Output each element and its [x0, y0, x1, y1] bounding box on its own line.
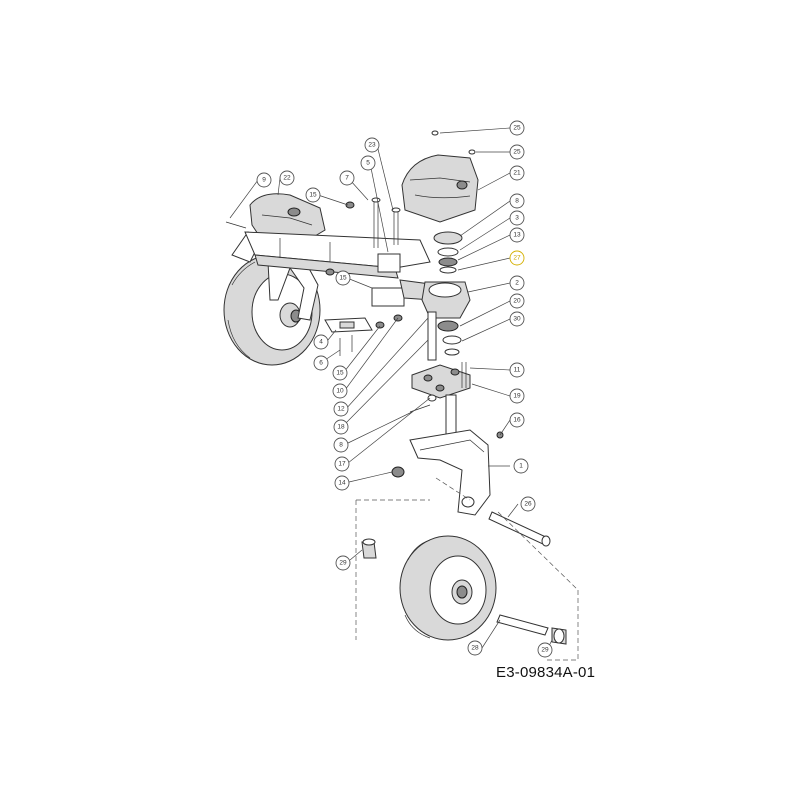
svg-text:20: 20 — [513, 298, 521, 305]
callout-c20: 5 — [360, 155, 376, 171]
svg-text:29: 29 — [339, 560, 347, 567]
svg-text:21: 21 — [513, 170, 521, 177]
front-axle — [488, 511, 551, 547]
svg-text:25: 25 — [513, 125, 521, 132]
callout-c28: 18 — [333, 419, 349, 435]
svg-text:16: 16 — [513, 417, 521, 424]
svg-text:6: 6 — [319, 360, 323, 367]
callout-c2: 25 — [509, 144, 525, 160]
alignment-lines — [355, 477, 579, 661]
svg-text:9: 9 — [262, 177, 266, 184]
svg-text:17: 17 — [338, 461, 346, 468]
svg-text:8: 8 — [515, 198, 519, 205]
front-caster-fork — [391, 429, 504, 516]
callout-c32: 29 — [335, 555, 351, 571]
svg-text:10: 10 — [336, 388, 344, 395]
svg-text:5: 5 — [366, 160, 370, 167]
callout-c24: 6 — [313, 355, 329, 371]
callout-c5: 3 — [509, 210, 525, 226]
callout-c10: 30 — [509, 311, 525, 327]
svg-text:3: 3 — [515, 215, 519, 222]
callout-c1: 25 — [509, 120, 525, 136]
svg-text:7: 7 — [345, 175, 349, 182]
svg-text:15: 15 — [339, 275, 347, 282]
svg-text:8: 8 — [339, 442, 343, 449]
callout-c14: 1 — [513, 458, 529, 474]
mounting-plate — [411, 362, 471, 399]
callout-c33: 28 — [467, 640, 483, 656]
front-wheel — [399, 535, 497, 641]
svg-text:2: 2 — [515, 280, 519, 287]
svg-text:25: 25 — [513, 149, 521, 156]
callout-c15: 26 — [520, 496, 536, 512]
vertical-bolts — [225, 197, 403, 356]
svg-text:19: 19 — [513, 393, 521, 400]
svg-text:14: 14 — [338, 480, 346, 487]
callout-c29: 8 — [333, 437, 349, 453]
wheel-bushings — [361, 538, 567, 645]
drawing-code: E3-09834A-01 — [496, 664, 596, 681]
callout-c19: 7 — [339, 170, 355, 186]
callout-c25: 15 — [332, 365, 348, 381]
callout-bubbles: 25 25 21 8 3 13 27 2 20 30 11 19 16 1 26… — [256, 120, 553, 658]
left-bracket-plate — [324, 317, 373, 333]
top-cover — [401, 130, 479, 223]
callout-c22: 15 — [335, 270, 351, 286]
callout-c34: 29 — [537, 642, 553, 658]
callout-c27: 12 — [333, 401, 349, 417]
callout-c18: 15 — [305, 187, 321, 203]
callout-c9: 20 — [509, 293, 525, 309]
svg-text:4: 4 — [319, 339, 323, 346]
spindle-stack — [421, 231, 471, 361]
svg-text:23: 23 — [368, 142, 376, 149]
callout-c8: 2 — [509, 275, 525, 291]
svg-text:28: 28 — [471, 645, 479, 652]
callout-c7: 27 — [509, 250, 525, 266]
callout-c31: 14 — [334, 475, 350, 491]
callout-c4: 8 — [509, 193, 525, 209]
callout-c6: 13 — [509, 227, 525, 243]
spindle-shaft — [409, 394, 457, 441]
callout-c23: 4 — [313, 334, 329, 350]
svg-text:13: 13 — [513, 232, 521, 239]
svg-text:15: 15 — [309, 192, 317, 199]
callout-c30: 17 — [334, 456, 350, 472]
svg-text:26: 26 — [524, 501, 532, 508]
svg-text:11: 11 — [514, 367, 521, 374]
svg-text:18: 18 — [337, 424, 345, 431]
svg-text:12: 12 — [337, 406, 345, 413]
callout-c13: 16 — [509, 412, 525, 428]
svg-text:29: 29 — [541, 647, 549, 654]
svg-text:15: 15 — [336, 370, 344, 377]
callout-c17: 22 — [279, 170, 295, 186]
callout-c3: 21 — [509, 165, 525, 181]
callout-c21: 23 — [364, 137, 380, 153]
svg-text:1: 1 — [519, 463, 523, 470]
callout-c11: 11 — [509, 362, 525, 378]
svg-text:22: 22 — [283, 175, 291, 182]
callout-c16: 9 — [256, 172, 272, 188]
svg-text:27: 27 — [513, 255, 521, 262]
callout-c26: 10 — [332, 383, 348, 399]
callout-c12: 19 — [509, 388, 525, 404]
svg-text:30: 30 — [513, 316, 521, 323]
leader-lines — [229, 127, 553, 649]
